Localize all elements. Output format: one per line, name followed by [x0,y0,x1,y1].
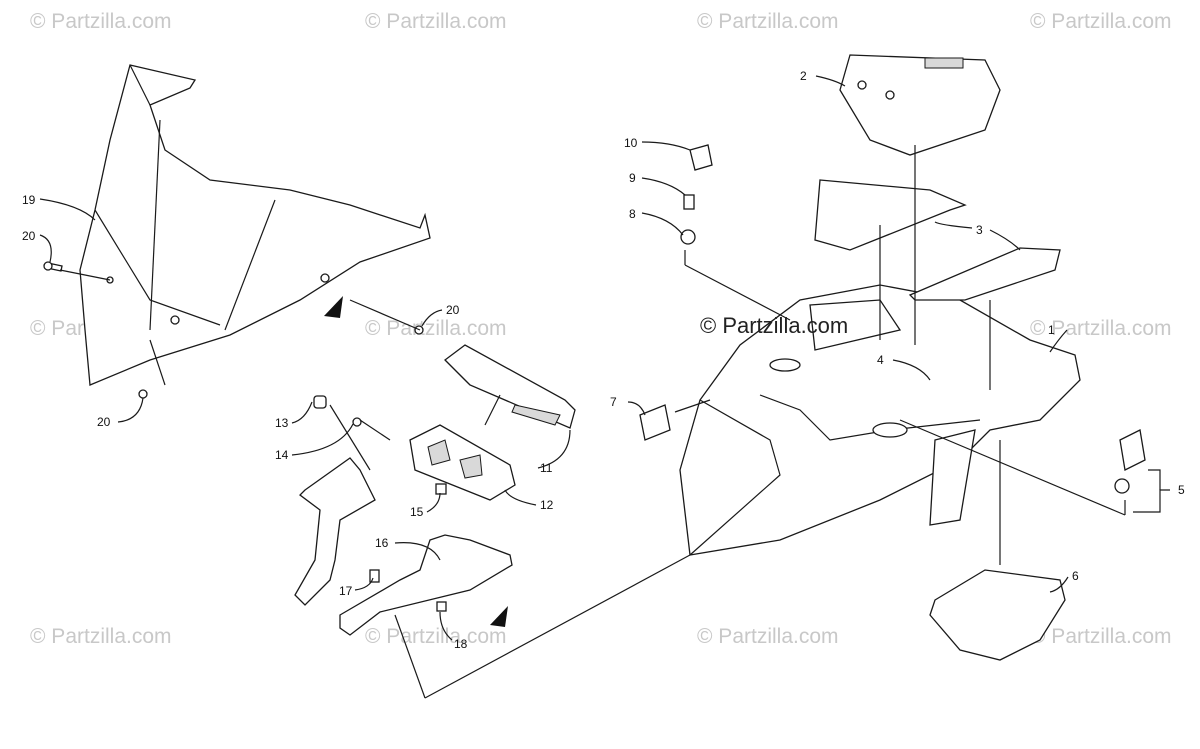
hood-part-1 [679,284,1081,556]
callout-15: 15 [410,505,424,519]
watermark: © Partzilla.com [1030,10,1172,33]
watermark: © Partzilla.com [365,10,507,33]
assembly-lines [59,145,1126,699]
callout-3: 3 [976,223,983,237]
watermark: © Partzilla.com [30,10,172,33]
callout-9: 9 [629,171,636,185]
callout-6: 6 [1072,569,1079,583]
gauge-part-11 [444,344,576,429]
callout-7: 7 [610,395,617,409]
watermark-center: © Partzilla.com [700,313,848,338]
bracket-part-12 [409,424,516,501]
callout-16: 16 [375,536,389,550]
callout-12: 12 [540,498,554,512]
watermark: © Partzilla.com [365,625,507,648]
callout-8: 8 [629,207,636,221]
direction-arrow [490,606,508,627]
direction-arrow [324,296,343,318]
watermark: © Partzilla.com [365,317,507,340]
callout-1: 1 [1048,323,1055,337]
callout-14: 14 [275,448,289,462]
callout-4: 4 [877,353,884,367]
mount-bracket-part-16 [294,457,513,636]
leader-lines [39,75,1170,641]
callout-5: 5 [1178,483,1185,497]
hardware-parts [313,395,447,612]
callout-labels: 1 2 3 4 5 6 7 8 9 10 11 12 13 14 15 16 1… [22,69,1185,651]
cover-part-2 [839,54,1001,156]
vent-part-3 [814,179,1061,301]
watermark: © Partzilla.com [697,10,839,33]
panel-part-6 [929,569,1066,661]
callout-18: 18 [454,637,468,651]
watermark: © Partzilla.com [30,625,172,648]
callout-20: 20 [446,303,460,317]
watermark: © Partzilla.com [1030,625,1172,648]
callout-17: 17 [339,584,353,598]
callout-20: 20 [97,415,111,429]
callout-20: 20 [22,229,36,243]
callout-10: 10 [624,136,638,150]
windshield-part-19 [79,64,431,386]
small-components [639,144,1146,494]
callout-11: 11 [540,461,553,475]
callout-19: 19 [22,193,36,207]
screw-part-20 [43,261,424,399]
watermark: © Partzilla.com [697,625,839,648]
callout-2: 2 [800,69,807,83]
callout-13: 13 [275,416,289,430]
watermark: © Partzilla.com [1030,317,1172,340]
